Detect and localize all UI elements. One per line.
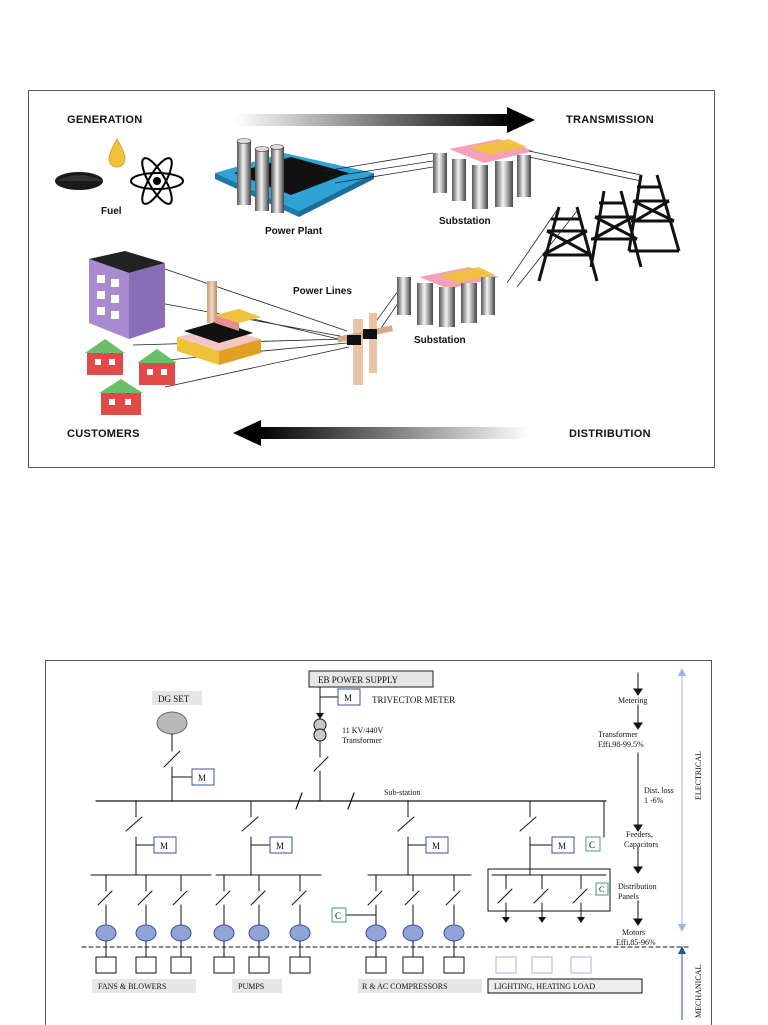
- power-lines-label: Power Lines: [293, 286, 352, 297]
- coal-icon: [55, 172, 103, 190]
- fuel-label: Fuel: [101, 206, 122, 217]
- power-plant-label: Power Plant: [265, 226, 323, 237]
- factory-icon: [177, 281, 261, 365]
- category-axes: ELECTRICAL MECHANICAL: [678, 668, 703, 1020]
- flow-step-value: 1 -6%: [644, 796, 664, 805]
- motor-icon: [95, 924, 117, 942]
- flow-arrows: [633, 672, 643, 926]
- electrical-distribution-svg: EB POWER SUPPLY M TRIVECTOR METER 11 KV/…: [81, 670, 692, 994]
- flow-step-label: Dist. loss: [644, 786, 674, 795]
- motor-icon: [443, 924, 465, 942]
- load-branches: C: [95, 874, 588, 942]
- motor-icon: [365, 924, 387, 942]
- house-icon: [137, 349, 177, 385]
- transformer-icon: [313, 718, 327, 742]
- power-plant-icon: [215, 138, 374, 217]
- customers-label: CUSTOMERS: [67, 428, 140, 440]
- dg-set-box: [152, 691, 202, 705]
- meter-label: M: [344, 693, 352, 703]
- capacitor-label: C: [335, 911, 341, 921]
- trivector-meter-label: TRIVECTOR METER: [372, 695, 455, 705]
- feeder-meters: M M M M C: [135, 836, 601, 854]
- fans-blowers-label: FANS & BLOWERS: [98, 982, 166, 991]
- distribution-pole-icon: [336, 313, 394, 385]
- flow-step-value: Effi.98-99.5%: [598, 740, 644, 749]
- sub-station-label: Sub-station: [384, 788, 420, 797]
- oil-drop-icon: [108, 138, 126, 168]
- flow-step-label: Motors: [622, 928, 645, 937]
- flow-step-value: Panels: [618, 892, 639, 901]
- electrical-label: ELECTRICAL: [694, 751, 703, 800]
- compressors-label: R & AC COMPRESSORS: [362, 982, 448, 991]
- mechanical-label: MECHANICAL: [694, 965, 703, 1018]
- motor-branch: [345, 874, 461, 926]
- distribution-label: DISTRIBUTION: [569, 428, 651, 440]
- dg-set-generator-icon: [156, 711, 188, 735]
- flow-step-label: Transformer: [598, 730, 638, 739]
- motor-icon: [213, 924, 235, 942]
- meter-label: M: [160, 841, 168, 851]
- meter-box: [337, 688, 361, 706]
- capacitor-label: C: [589, 840, 595, 850]
- transformer-rating-label: 11 KV/440V: [342, 726, 383, 735]
- flow-step-label: Metering: [618, 696, 647, 705]
- motor-icon: [170, 924, 192, 942]
- motor-branch: [215, 874, 307, 926]
- arrow-left: [233, 420, 529, 446]
- pumps-label: PUMPS: [238, 982, 264, 991]
- lighting-heating-box: [487, 978, 643, 994]
- load-boxes: [95, 940, 465, 974]
- atom-icon: [130, 157, 184, 205]
- eb-power-supply-box: [308, 670, 434, 688]
- generation-label: GENERATION: [67, 114, 143, 126]
- motor-icon: [248, 924, 270, 942]
- capacitor-label: C: [599, 885, 604, 894]
- motor-icon: [135, 924, 157, 942]
- motor-branch: [97, 874, 188, 926]
- distribution-panel-box: [487, 868, 611, 912]
- arrow-right: [234, 107, 535, 133]
- power-grid-diagram: GENERATION TRANSMISSION CUSTOMERS DISTRI…: [28, 90, 715, 468]
- lighting-load-boxes: [495, 956, 592, 974]
- feeder-lines: [125, 800, 605, 876]
- meter-label: M: [558, 841, 566, 851]
- dg-set-label: DG SET: [158, 694, 190, 704]
- meter-label: M: [276, 841, 284, 851]
- transformer-label: Transformer: [342, 736, 382, 745]
- substation-bottom-icon: [397, 267, 499, 327]
- substation-top-icon: [433, 139, 534, 209]
- transmission-tower-icon: [537, 174, 681, 282]
- electrical-distribution-diagram: EB POWER SUPPLY M TRIVECTOR METER 11 KV/…: [45, 660, 712, 1025]
- flow-step-value: Capacitors: [624, 840, 658, 849]
- pumps-box: [232, 979, 282, 993]
- flow-step-value: Effi.85-96%: [616, 938, 656, 947]
- lighting-heating-label: LIGHTING, HEATING LOAD: [494, 982, 595, 991]
- flow-step-label: Feeders,: [626, 830, 653, 839]
- flow-step-label: Distribution: [618, 882, 657, 891]
- office-building-icon: [89, 251, 165, 339]
- transmission-label: TRANSMISSION: [566, 114, 654, 126]
- substation-bottom-label: Substation: [414, 335, 466, 346]
- meter-label: M: [198, 773, 206, 783]
- motor-icon: [402, 924, 424, 942]
- fans-blowers-box: [92, 979, 196, 993]
- house-icon: [85, 339, 125, 375]
- house-icon: [99, 379, 143, 415]
- motor-icon: [289, 924, 311, 942]
- meter-label: M: [432, 841, 440, 851]
- compressors-box: [358, 979, 482, 993]
- substation-top-label: Substation: [439, 216, 491, 227]
- power-grid-svg: GENERATION TRANSMISSION CUSTOMERS DISTRI…: [55, 107, 681, 446]
- eb-power-supply-label: EB POWER SUPPLY: [318, 675, 399, 685]
- lighting-branch: [497, 874, 588, 918]
